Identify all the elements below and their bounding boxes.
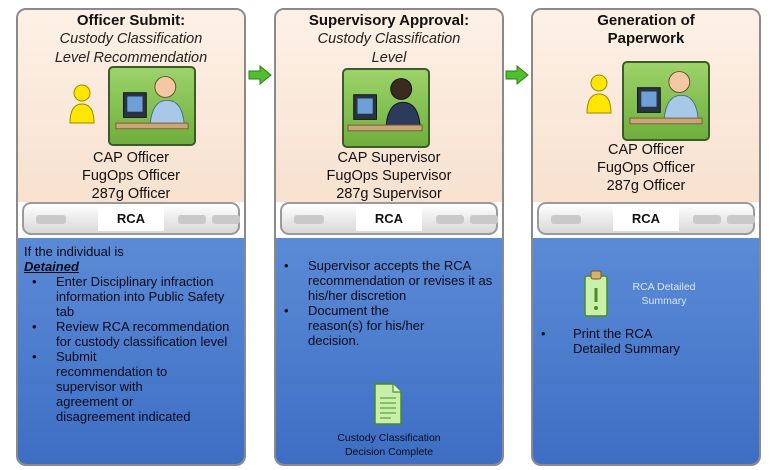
computer-workstation-icon [342, 68, 430, 148]
tab-placeholder [294, 215, 324, 224]
tab-placeholder [178, 215, 206, 224]
panel-title: Generation of Paperwork [597, 12, 695, 47]
computer-workstation-icon [622, 61, 710, 141]
rca-tab-bar: RCA [22, 202, 240, 235]
rca-tab-bar: RCA [537, 202, 755, 235]
panel-title: Officer Submit: [76, 12, 186, 29]
right-arrow-icon [248, 65, 272, 85]
tab-rca[interactable]: RCA [613, 207, 679, 231]
panel-body: Supervisor accepts the RCA recommendatio… [276, 238, 502, 464]
intro-emphasis: Detained [24, 259, 79, 274]
tab-placeholder [212, 215, 240, 224]
right-arrow-icon [505, 65, 529, 85]
rca-tab-bar: RCA [280, 202, 498, 235]
tab-placeholder [470, 215, 498, 224]
panel-header: Officer Submit: Custody Classification L… [18, 10, 244, 202]
computer-workstation-icon [108, 66, 196, 146]
person-icon [586, 74, 612, 114]
tab-placeholder [36, 215, 66, 224]
step-panel-generation-of-paperwork: Generation of Paperwork CAP Officer FugO… [531, 8, 761, 466]
bullet-item: Print the RCA Detailed Summary [533, 326, 753, 356]
tab-placeholder [436, 215, 464, 224]
role-list: CAP Supervisor FugOps Supervisor 287g Su… [326, 150, 452, 202]
clipboard-document-icon [584, 270, 608, 317]
tab-rca[interactable]: RCA [98, 207, 164, 231]
bullet-item: Review RCA recommendation for custody cl… [24, 319, 238, 349]
tab-rca[interactable]: RCA [356, 207, 422, 231]
panel-body: If the individual is Detained Enter Disc… [18, 238, 244, 464]
panel-title: Supervisory Approval: [308, 12, 470, 29]
role-list: CAP Officer FugOps Officer 287g Officer [596, 142, 696, 194]
tab-placeholder [551, 215, 581, 224]
tab-placeholder [727, 215, 755, 224]
intro-text: If the individual is [24, 244, 124, 259]
bullet-list: Supervisor accepts the RCA recommendatio… [276, 258, 496, 348]
panel-subtitle: Custody Classification Level [317, 31, 461, 66]
document-caption: Custody Classification Decision Complete [337, 432, 441, 458]
panel-header: Generation of Paperwork CAP Officer FugO… [533, 10, 759, 202]
role-list: CAP Officer FugOps Officer 287g Officer [81, 150, 181, 202]
bullet-item: Supervisor accepts the RCA recommendatio… [276, 258, 496, 303]
bullet-item: Document the reason(s) for his/her decis… [276, 303, 496, 348]
tab-placeholder [693, 215, 721, 224]
bullet-list: Print the RCA Detailed Summary [533, 326, 753, 356]
bullet-item: Submit recommendation to supervisor with… [24, 349, 238, 424]
panel-body: RCA Detailed Summary Print the RCA Detai… [533, 238, 759, 464]
step-panel-supervisory-approval: Supervisory Approval: Custody Classifica… [274, 8, 504, 466]
bullet-list: Enter Disciplinary infraction informatio… [24, 274, 238, 424]
step-panel-officer-submit: Officer Submit: Custody Classification L… [16, 8, 246, 466]
document-caption: RCA Detailed Summary [632, 281, 696, 307]
panel-header: Supervisory Approval: Custody Classifica… [276, 10, 502, 202]
person-icon [69, 84, 95, 124]
panel-subtitle: Custody Classification Level Recommendat… [54, 31, 208, 66]
bullet-item: Enter Disciplinary infraction informatio… [24, 274, 238, 319]
document-icon [374, 383, 402, 425]
